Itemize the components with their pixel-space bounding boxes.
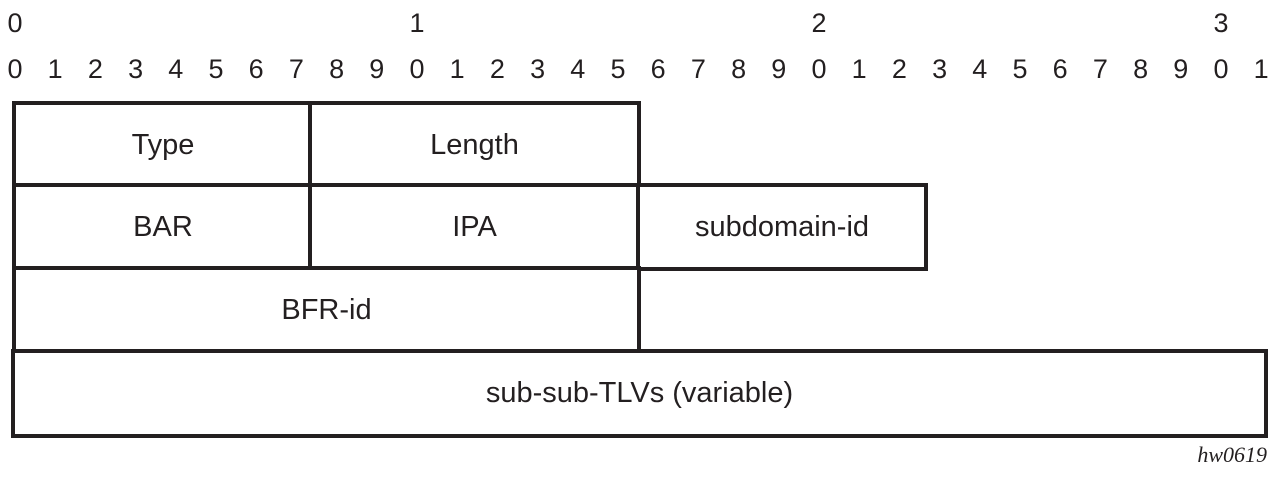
ruler-unit-digit: 7: [288, 54, 304, 84]
ruler-unit-digit: 0: [1213, 54, 1229, 84]
ruler-unit-digit: 4: [972, 54, 988, 84]
ruler-unit-digit: 7: [690, 54, 706, 84]
ruler-unit-digit: 0: [7, 54, 23, 84]
ruler-tens-digit: 3: [1213, 8, 1229, 38]
ruler-unit-digit: 1: [851, 54, 867, 84]
ruler-unit-digit: 0: [409, 54, 425, 84]
ipa-field: IPA: [308, 183, 641, 271]
bar-field: BAR: [12, 183, 314, 271]
ruler-unit-digit: 9: [369, 54, 385, 84]
length-field: Length: [308, 101, 641, 189]
ruler-unit-digit: 3: [932, 54, 948, 84]
ruler-unit-digit: 8: [329, 54, 345, 84]
ruler-unit-digit: 9: [771, 54, 787, 84]
ipa-label: IPA: [452, 210, 497, 243]
type-label: Type: [131, 128, 195, 161]
bfr-id-field: BFR-id: [12, 266, 641, 354]
ruler-unit-digit: 1: [47, 54, 63, 84]
ruler-unit-digit: 5: [610, 54, 626, 84]
ruler-unit-digit: 3: [128, 54, 144, 84]
ruler-unit-digit: 5: [208, 54, 224, 84]
ruler-unit-digit: 4: [168, 54, 184, 84]
sub-sub-tlvs-label: sub-sub-TLVs (variable): [485, 377, 794, 409]
ruler-unit-digit: 2: [489, 54, 505, 84]
bar-label: BAR: [133, 210, 193, 243]
ruler-unit-digit: 0: [811, 54, 827, 84]
figure-id: hw0619: [1197, 442, 1267, 467]
ruler-tens-digit: 2: [811, 8, 827, 38]
ruler-unit-digit: 2: [87, 54, 103, 84]
length-label: Length: [430, 128, 519, 161]
ruler-unit-digit: 2: [891, 54, 907, 84]
ruler-unit-digit: 8: [731, 54, 747, 84]
ruler-tens-digit: 0: [7, 8, 23, 38]
ruler-unit-digit: 5: [1012, 54, 1028, 84]
ruler-unit-digit: 6: [248, 54, 264, 84]
ruler-unit-digit: 4: [570, 54, 586, 84]
ruler-tens-digit: 1: [409, 8, 425, 38]
ruler-unit-digit: 1: [449, 54, 465, 84]
ruler-unit-digit: 6: [650, 54, 666, 84]
ruler-unit-digit: 3: [530, 54, 546, 84]
bfr-id-label: BFR-id: [281, 293, 372, 326]
ruler-unit-digit: 1: [1253, 54, 1269, 84]
type-field: Type: [12, 101, 314, 189]
sub-sub-tlvs-field: sub-sub-TLVs (variable): [11, 349, 1268, 438]
ruler-unit-digit: 8: [1133, 54, 1149, 84]
ruler-unit-digit: 9: [1173, 54, 1189, 84]
ruler-unit-digit: 6: [1052, 54, 1068, 84]
subdomain-id-field: subdomain-id: [636, 183, 928, 271]
bit-ruler-tens: 0 1 2 3: [0, 0, 1281, 80]
ruler-unit-digit: 7: [1092, 54, 1108, 84]
subdomain-id-label: subdomain-id: [694, 210, 870, 243]
